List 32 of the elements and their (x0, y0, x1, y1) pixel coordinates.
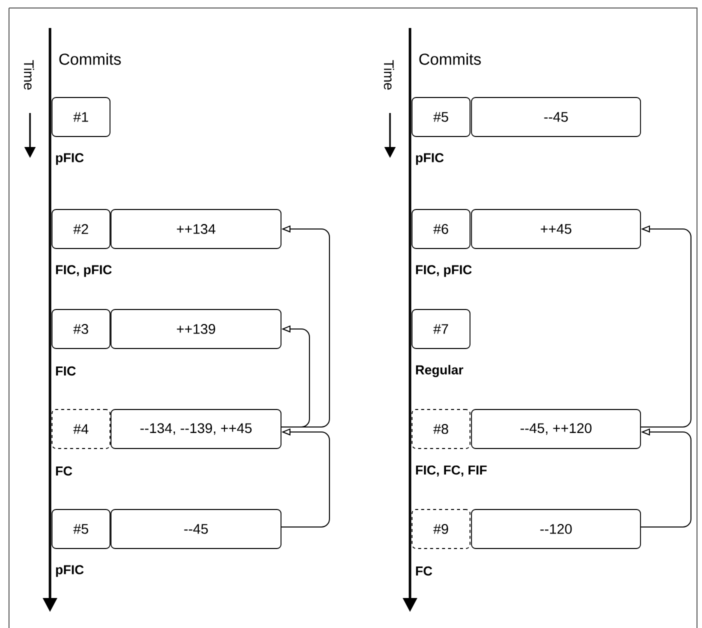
commit-box: #7 (412, 309, 470, 349)
commit-tag: pFIC (56, 153, 84, 165)
change-box: ++45 (471, 209, 641, 249)
commit-tag: FIC, pFIC (416, 265, 472, 277)
commit-box: #4 (52, 409, 110, 449)
commit-tag: Regular (416, 364, 464, 378)
commit-box: #9 (412, 509, 470, 549)
commit-tag: pFIC (56, 565, 84, 577)
commit-box: #6 (412, 209, 470, 249)
column-heading: Commits (59, 53, 121, 65)
commit-box: #5 (412, 97, 470, 137)
commit-tag: FIC (56, 366, 76, 376)
change-box: --120 (471, 509, 641, 549)
change-box: --45, ++120 (471, 409, 641, 449)
commit-tag: FIC, pFIC (56, 265, 112, 277)
commit-tag: FC (416, 566, 432, 576)
commit-box: #2 (52, 209, 110, 249)
commit-box: #5 (52, 509, 110, 549)
change-box: --45 (110, 509, 282, 549)
commit-box: #8 (412, 409, 470, 449)
commit-box: #1 (52, 97, 110, 137)
commit-tag: FIC, FC, FIF (416, 465, 487, 477)
axis-label: Time (384, 60, 394, 90)
commit-tag: FC (56, 466, 72, 476)
column-heading: Commits (419, 53, 481, 65)
change-box: ++134 (110, 209, 282, 249)
change-box: --45 (471, 97, 641, 137)
axis-label: Time (24, 60, 34, 90)
commit-tag: pFIC (416, 153, 444, 165)
commit-box: #3 (52, 309, 110, 349)
change-box: ++139 (110, 309, 282, 349)
change-box: --134, --139, ++45 (110, 409, 282, 449)
